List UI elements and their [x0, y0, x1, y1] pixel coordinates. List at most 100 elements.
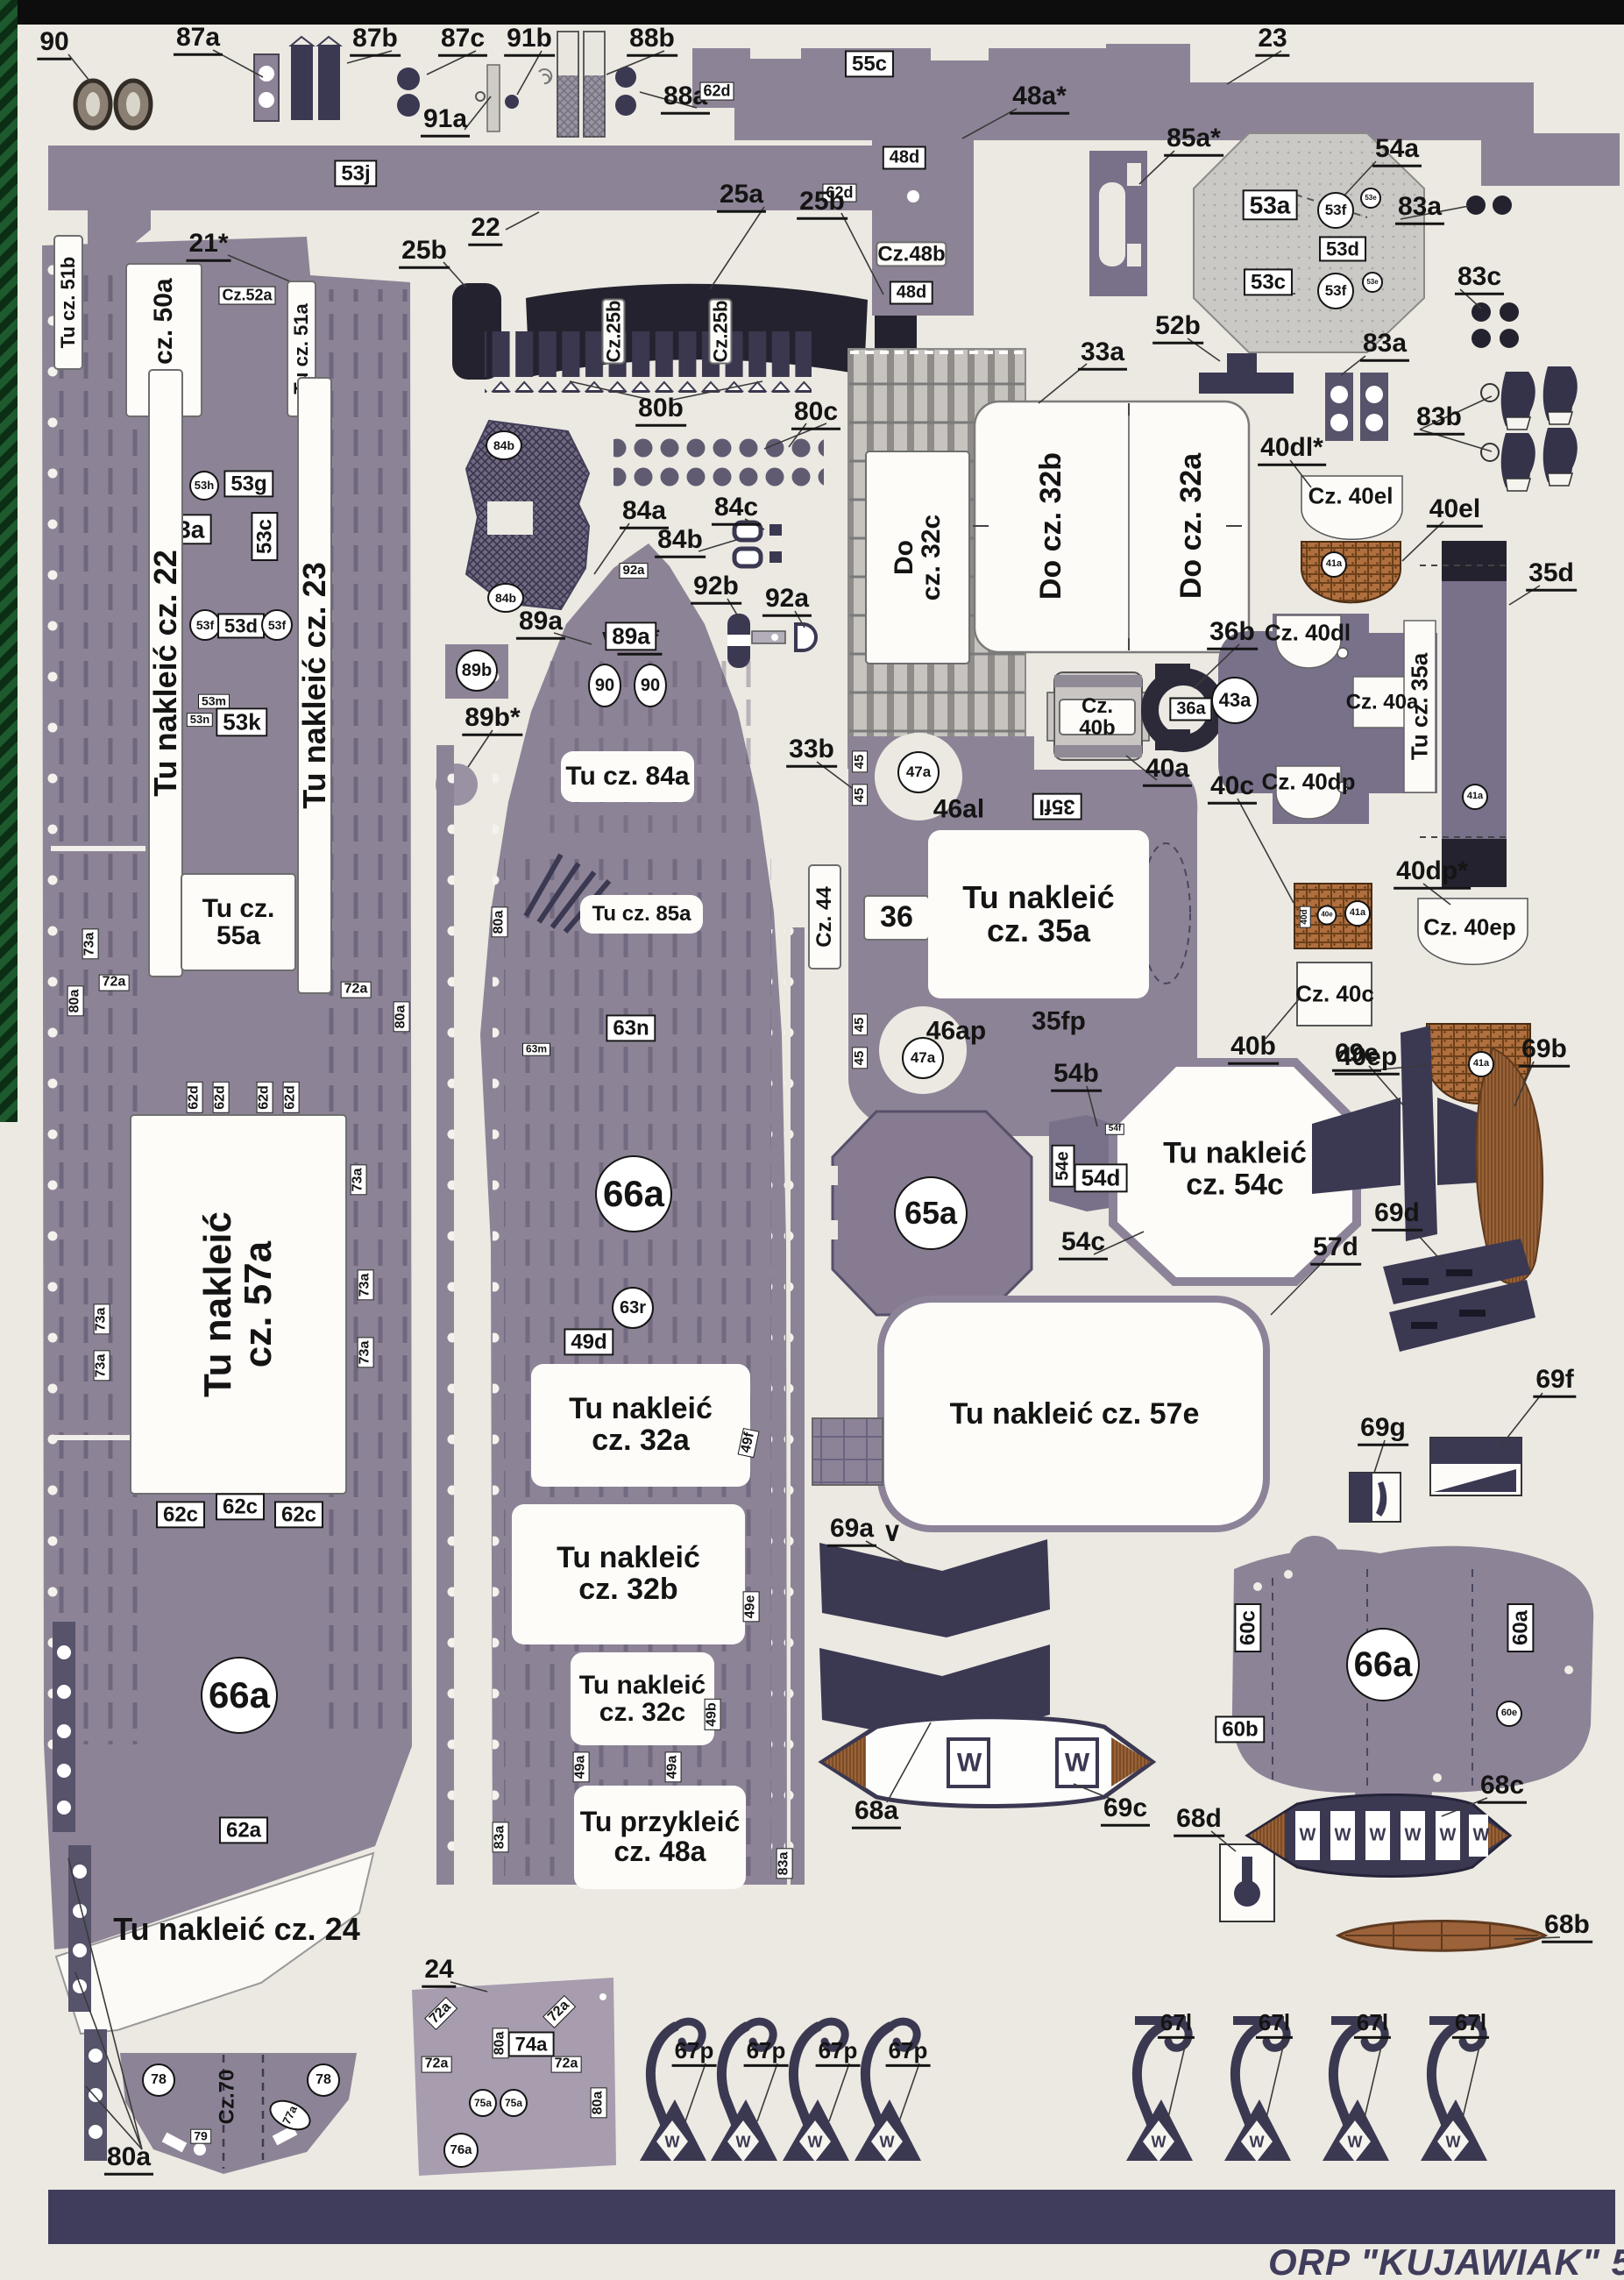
- label-49a-2: 49a: [664, 1751, 682, 1783]
- label-72a-p1: 72a: [424, 1997, 457, 2030]
- label-84b: 84b: [655, 526, 706, 558]
- label-do32c: Do cz. 32c: [865, 451, 970, 664]
- part-35d-column: [1420, 541, 1507, 887]
- label-73a-r2: 73a: [350, 1164, 367, 1196]
- label-63n: 63n: [606, 1014, 656, 1042]
- label-69b: 69b: [1519, 1035, 1570, 1068]
- label-72a-p2: 72a: [543, 1995, 576, 2028]
- label-p48a: Tu przykleić cz. 48a: [574, 1786, 746, 1889]
- label-89b: 89b: [456, 650, 498, 692]
- label-22: 22: [468, 214, 503, 246]
- label-69f: 69f: [1533, 1366, 1577, 1398]
- label-91a: 91a: [420, 105, 471, 138]
- label-53d-oct: 53d: [1319, 236, 1366, 262]
- part-68b-canoe: [1335, 1920, 1549, 1952]
- label-88b: 88b: [627, 25, 677, 57]
- part-88b: [538, 31, 606, 138]
- label-62c-2: 62c: [215, 1493, 266, 1521]
- label-89b-star: 89b*: [462, 704, 523, 736]
- part-68c-boat: [1245, 1793, 1513, 1878]
- label-53m: 53m: [197, 693, 230, 709]
- label-36a: 36a: [1169, 697, 1213, 721]
- label-77a: 77a: [265, 2093, 316, 2137]
- label-40e: 40e: [1316, 905, 1337, 926]
- label-54f: 54f: [1104, 1123, 1125, 1135]
- part-33a-white: [973, 400, 1251, 654]
- label-57d: 57d: [1310, 1233, 1361, 1266]
- label-53e-2: 53e: [1362, 272, 1383, 293]
- label-49e: 49e: [742, 1591, 760, 1623]
- label-48a: 48a*: [1010, 82, 1069, 115]
- label-cz40dl: Cz. 40dl: [1264, 619, 1351, 646]
- label-80a-b: 80a: [103, 2143, 154, 2176]
- label-52b: 52b: [1152, 312, 1203, 344]
- label-53c-oct: 53c: [1243, 268, 1294, 296]
- label-73a-r4: 73a: [357, 1337, 374, 1368]
- label-w-a8: W: [1445, 2133, 1461, 2151]
- label-nak23: Tu nakleić cz. 23: [296, 377, 332, 994]
- label-80a-c1: 80a: [491, 906, 508, 938]
- part-83-fittings: [1325, 195, 1578, 492]
- part-side-strips: [436, 745, 805, 1885]
- part-90-grommets: [73, 78, 153, 131]
- label-nak24: Tu nakleić cz. 24: [113, 1911, 360, 1948]
- label-83b: 83b: [1414, 403, 1464, 436]
- label-nak22: Tu nakleić cz. 22: [147, 369, 183, 977]
- label-68d: 68d: [1174, 1805, 1224, 1837]
- label-cz52a: Cz.52a: [218, 286, 276, 305]
- label-49a-1: 49a: [572, 1751, 590, 1783]
- part-stern-cz70: [120, 2053, 357, 2174]
- label-49b: 49b: [704, 1699, 721, 1730]
- anchors-67l: [1126, 2016, 1487, 2162]
- part-87c: [397, 67, 420, 117]
- label-33b: 33b: [786, 735, 837, 768]
- label-w-68c-6: W: [1472, 1825, 1490, 1845]
- part-53j-strip: [48, 146, 936, 254]
- label-n35a: Tu nakleić cz. 35a: [928, 830, 1149, 998]
- label-53k: 53k: [216, 707, 268, 737]
- leader-lines: [67, 49, 1561, 2150]
- part-24: [412, 1978, 616, 2176]
- label-73a-r3: 73a: [357, 1269, 374, 1301]
- label-w-a3: W: [807, 2133, 823, 2151]
- label-83c: 83c: [1454, 263, 1505, 295]
- label-53n: 53n: [186, 713, 214, 727]
- label-45-3: 45: [852, 1013, 868, 1036]
- label-84b-c1: 84b: [486, 430, 522, 460]
- part-54c-octagon: [1109, 1058, 1361, 1286]
- label-cz48b: Cz.48b: [876, 241, 947, 267]
- label-72a-l1: 72a: [98, 974, 130, 991]
- label-62d-3: 62d: [256, 1082, 273, 1113]
- label-55c: 55c: [844, 50, 895, 78]
- label-68a: 68a: [851, 1797, 902, 1829]
- label-67l-3: 67l: [1353, 2010, 1392, 2040]
- label-25b-1: 25b: [399, 237, 450, 269]
- label-w-68c-3: W: [1369, 1825, 1386, 1845]
- label-w-a2: W: [735, 2133, 751, 2151]
- label-47a-2: 47a: [902, 1037, 944, 1079]
- label-53h: 53h: [189, 471, 219, 501]
- label-24: 24: [422, 1956, 457, 1988]
- label-53c: 53c: [251, 511, 279, 562]
- label-35fp: 35fp: [1032, 1006, 1086, 1036]
- label-80c: 80c: [791, 398, 841, 430]
- label-53e-1: 53e: [1360, 188, 1381, 209]
- label-54b: 54b: [1051, 1060, 1102, 1092]
- part-84c-fittings: [732, 520, 782, 569]
- label-68b: 68b: [1542, 1911, 1592, 1943]
- part-69g: [1349, 1472, 1401, 1523]
- label-60e: 60e: [1496, 1701, 1522, 1727]
- label-91b: 91b: [504, 25, 555, 57]
- label-cz40b: Cz. 40b: [1059, 695, 1136, 739]
- top-black-bar: [0, 0, 1624, 25]
- label-54e: 54e: [1051, 1144, 1075, 1188]
- label-67p-1: 67p: [671, 2038, 717, 2068]
- label-54d: 54d: [1074, 1163, 1128, 1193]
- label-23: 23: [1255, 25, 1290, 57]
- label-67p-3: 67p: [815, 2038, 861, 2068]
- label-41a-4: 41a: [1468, 1051, 1494, 1077]
- left-green-band: [0, 0, 18, 1122]
- label-41a-1: 41a: [1321, 551, 1347, 578]
- label-84a: 84a: [619, 497, 670, 529]
